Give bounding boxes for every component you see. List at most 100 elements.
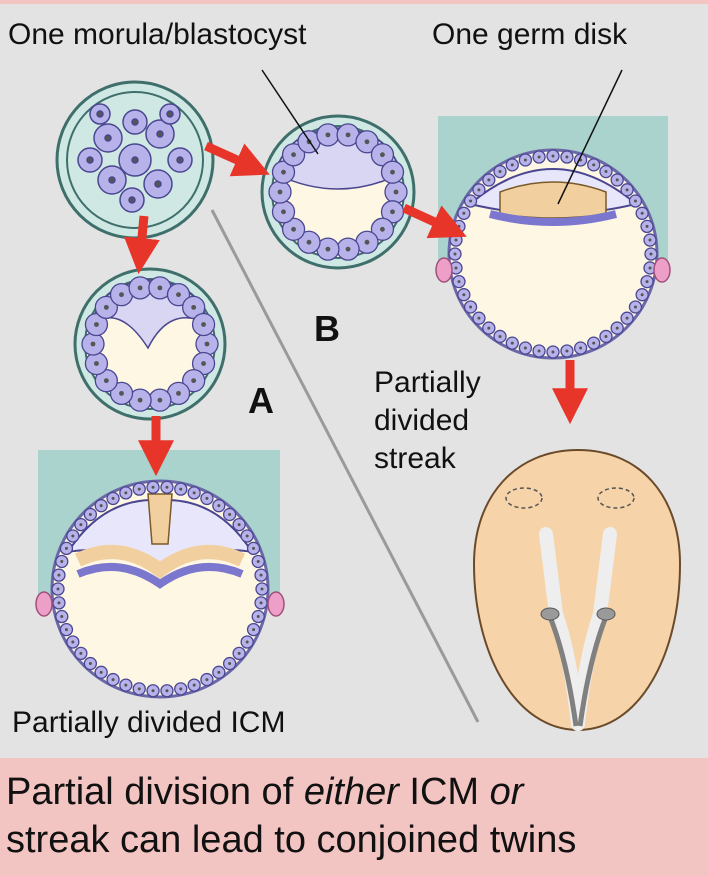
cell-nucleus: [291, 152, 296, 158]
cell-nucleus: [71, 640, 75, 644]
cell-nucleus: [380, 226, 385, 232]
cell-nucleus: [260, 587, 264, 591]
cell-nucleus: [137, 487, 141, 491]
cell-nucleus: [498, 170, 502, 174]
cell-nucleus: [256, 559, 260, 563]
cell-nucleus: [457, 280, 461, 284]
cell-nucleus: [90, 341, 96, 347]
cell-nucleus: [192, 683, 196, 687]
cell-nucleus: [131, 156, 139, 164]
cell-nucleus: [645, 280, 649, 284]
cell-nucleus: [237, 651, 241, 655]
cell-nucleus: [205, 678, 209, 682]
cell-nucleus: [477, 316, 481, 320]
morula: [55, 80, 215, 240]
cell-nucleus: [88, 512, 92, 516]
cell-nucleus: [217, 504, 221, 508]
cell-nucleus: [56, 587, 60, 591]
cell-nucleus: [86, 156, 94, 164]
cell-nucleus: [256, 615, 260, 619]
divided-icm-label: Partially divided ICM: [12, 706, 286, 739]
cell-nucleus: [104, 134, 112, 142]
cell-nucleus: [645, 224, 649, 228]
embryo-one-germ-disk: [435, 116, 671, 360]
cell-nucleus: [252, 628, 256, 632]
morula-blastocyst-label: One morula/blastocyst: [8, 18, 307, 51]
caption-part1: Partial division of: [6, 771, 304, 813]
cell-nucleus: [453, 252, 457, 256]
cell-nucleus: [165, 485, 169, 489]
cell-nucleus: [364, 139, 370, 145]
cell-nucleus: [291, 226, 296, 232]
diagram-panel: [0, 0, 708, 758]
cell-nucleus: [565, 155, 569, 159]
streak-label-line2: divided: [374, 404, 470, 437]
cell-nucleus: [625, 188, 629, 192]
cell-nucleus: [625, 316, 629, 320]
cell-nucleus: [469, 305, 473, 309]
blastocyst-a: [73, 267, 227, 421]
cell-nucleus: [633, 199, 637, 203]
cell-nucleus: [523, 158, 527, 162]
cell-nucleus: [537, 155, 541, 159]
pointer-morula: [261, 69, 319, 155]
arrow-blastocyst-b-to-embryo: [402, 203, 467, 239]
cell-nucleus: [604, 334, 608, 338]
cell-nucleus: [99, 670, 103, 674]
cell-nucleus: [345, 246, 351, 252]
cell-nucleus: [633, 305, 637, 309]
cell-nucleus: [119, 292, 124, 298]
cell-nucleus: [151, 485, 155, 489]
cell-nucleus: [176, 156, 184, 164]
cell-nucleus: [79, 651, 83, 655]
caption-either: either: [303, 771, 399, 813]
caption-line2: streak can lead to conjoined twins: [6, 819, 577, 861]
cell-nucleus: [551, 154, 555, 158]
cell-nucleus: [205, 496, 209, 500]
cell-nucleus: [217, 670, 221, 674]
cell-nucleus: [131, 118, 139, 126]
cell-nucleus: [462, 211, 466, 215]
cell-nucleus: [245, 534, 249, 538]
cell-nucleus: [88, 662, 92, 666]
cell-nucleus: [57, 573, 61, 577]
streak-label-line3: streak: [374, 442, 456, 475]
cell-nucleus: [640, 211, 644, 215]
cell-nucleus: [640, 293, 644, 297]
cell-nucleus: [103, 304, 109, 310]
cell-nucleus: [179, 487, 183, 491]
caption-line1: Partial division of either ICM or: [6, 768, 576, 816]
cell-nucleus: [510, 163, 514, 167]
cell-nucleus: [228, 512, 232, 516]
cell-nucleus: [454, 238, 458, 242]
cell-nucleus: [228, 662, 232, 666]
cell-nucleus: [156, 130, 164, 138]
cell-nucleus: [393, 189, 399, 195]
path-a-label: A: [248, 380, 274, 421]
cell-nucleus: [325, 132, 331, 138]
cell-nucleus: [60, 559, 64, 563]
cell-nucleus: [252, 546, 256, 550]
cell-nucleus: [245, 640, 249, 644]
cell-nucleus: [191, 378, 197, 384]
path-b-label: B: [314, 308, 340, 349]
cell-nucleus: [191, 304, 197, 310]
cell-nucleus: [498, 334, 502, 338]
cell-nucleus: [157, 397, 163, 403]
pointer-germ-disk: [557, 69, 623, 205]
cell-nucleus: [345, 132, 351, 138]
cell-nucleus: [281, 209, 286, 215]
cell-nucleus: [137, 687, 141, 691]
arrow-morula-to-blastocyst-b: [204, 141, 270, 177]
twinning-diagram: [35, 69, 682, 732]
arrow-morula-to-blastocyst-a: [123, 215, 160, 275]
cell-nucleus: [94, 361, 99, 366]
cell-nucleus: [124, 491, 128, 495]
cell-nucleus: [179, 687, 183, 691]
cell-nucleus: [94, 322, 99, 327]
cell-nucleus: [111, 496, 115, 500]
cell-nucleus: [137, 397, 143, 403]
cell-nucleus: [487, 178, 491, 182]
cell-nucleus: [390, 209, 395, 215]
cell-nucleus: [592, 163, 596, 167]
